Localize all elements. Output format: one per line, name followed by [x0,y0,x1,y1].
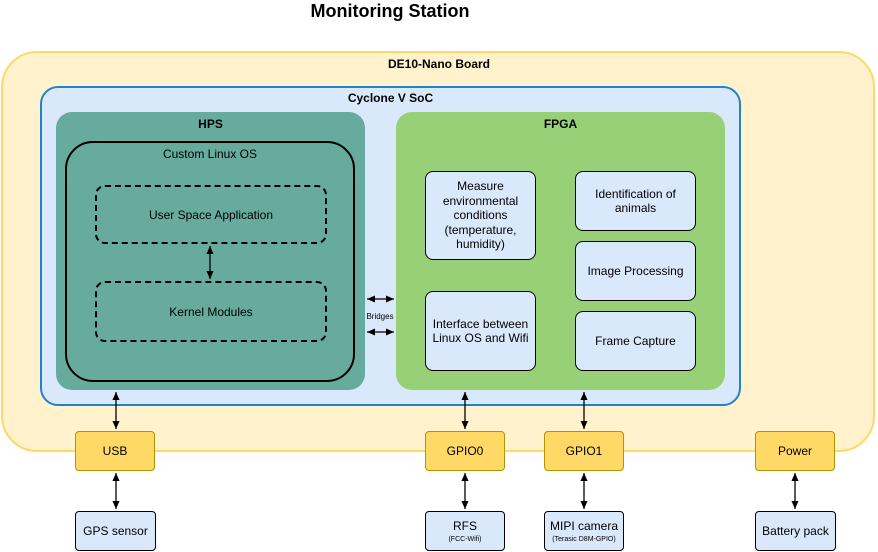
battery-pack: Battery pack [755,511,836,551]
rfs-sublabel: (FCC-Wifi) [448,536,482,543]
wifi-interface-block: Interface between Linux OS and Wifi [425,291,536,371]
kernel-modules: Kernel Modules [95,281,327,342]
board-label: DE10-Nano Board [387,57,491,71]
linux-os-label: Custom Linux OS [162,147,258,161]
rfs-device: RFS (FCC-Wifi) [425,511,505,551]
image-processing-block: Image Processing [575,241,696,301]
battery-label: Battery pack [762,524,829,538]
gps-sensor-label: GPS sensor [83,524,148,538]
camera-label: MIPI camera [549,519,618,533]
soc-label: Cyclone V SoC [347,91,434,105]
hps-label: HPS [198,117,223,131]
user-space-application: User Space Application [95,185,327,244]
usb-port: USB [75,431,155,471]
animal-identification-block: Identification of animals [575,171,696,231]
bridges-label: Bridges [366,312,394,321]
camera-sublabel: (Terasic D8M-GPIO) [552,536,616,543]
rfs-label: RFS [453,519,477,533]
measure-environment-block: Measure environmental conditions (temper… [425,171,536,260]
diagram-title: Monitoring Station [310,1,470,21]
gpio0-port: GPIO0 [425,431,505,471]
custom-linux-os [65,141,355,382]
power-port: Power [755,431,835,471]
frame-capture-block: Frame Capture [575,311,696,371]
mipi-camera: MIPI camera (Terasic D8M-GPIO) [544,511,624,551]
gps-sensor: GPS sensor [75,511,156,551]
fpga-label: FPGA [543,117,578,131]
gpio1-port: GPIO1 [544,431,624,471]
